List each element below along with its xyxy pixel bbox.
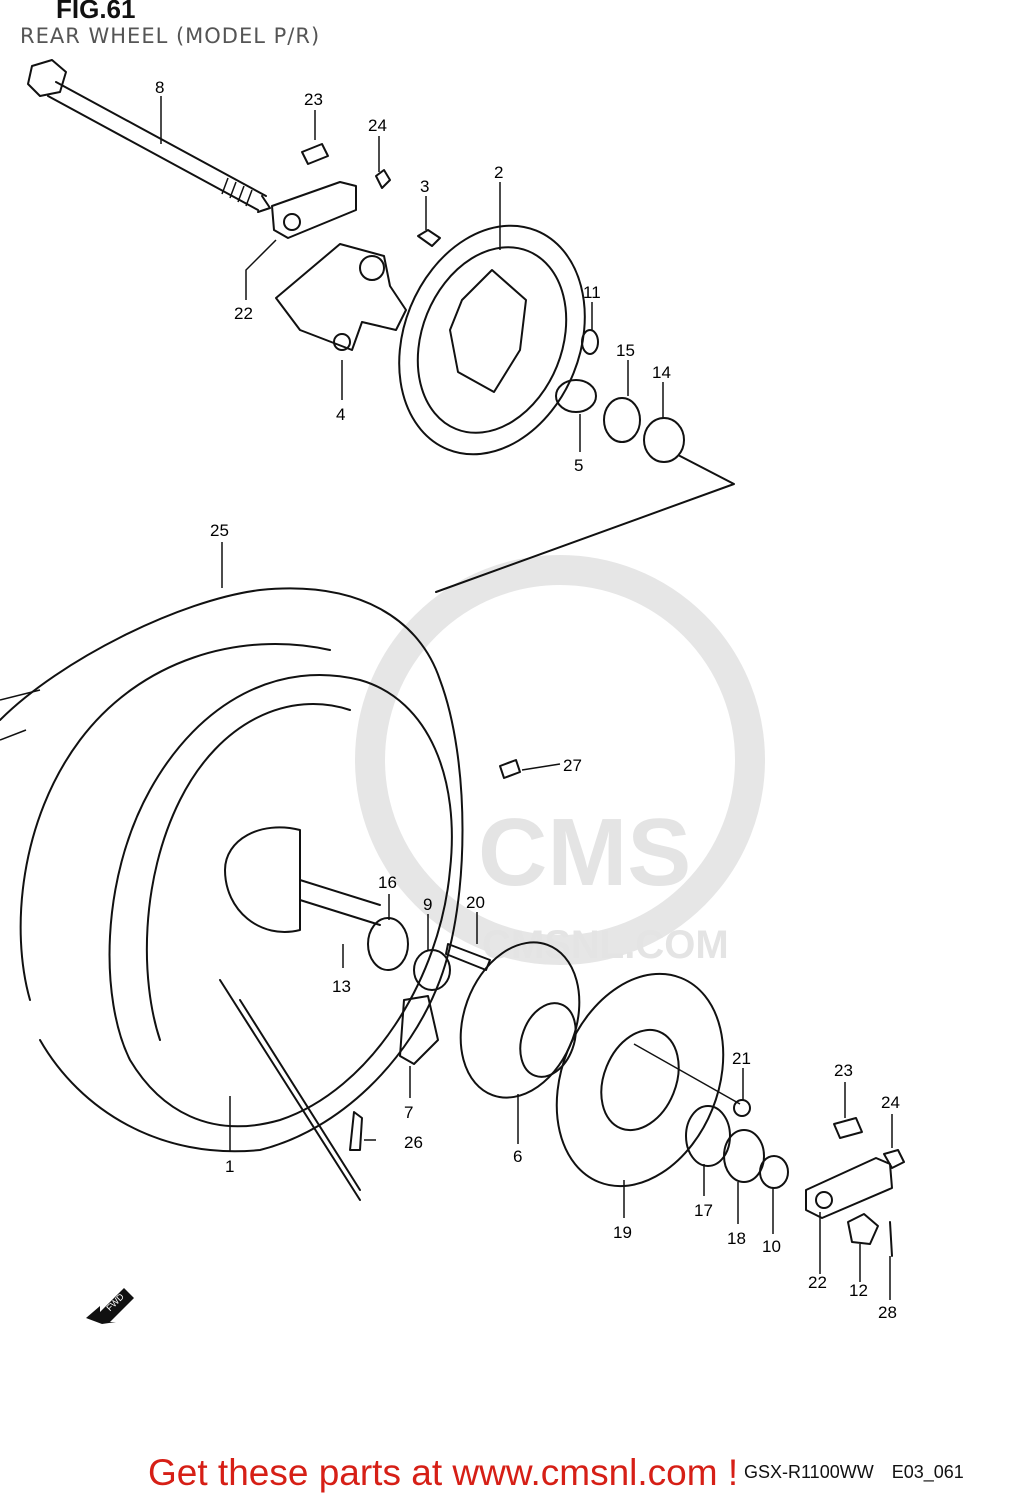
callout-22: 22 <box>234 304 253 323</box>
callout-28: 28 <box>878 1303 897 1322</box>
rear-wheel-and-tyre <box>0 587 464 1201</box>
callout-22-lower: 22 <box>808 1273 827 1292</box>
figure-subtitle: REAR WHEEL (MODEL P/R) <box>20 24 321 48</box>
watermark-brand: CMS <box>478 799 691 906</box>
callout-21: 21 <box>732 1049 751 1068</box>
model-name: GSX-R1100WW <box>744 1462 874 1482</box>
bearing-stack-lower <box>633 1043 789 1189</box>
callout-4: 4 <box>336 405 345 424</box>
callout-9: 9 <box>423 895 432 914</box>
sprocket-part-19 <box>555 972 725 1188</box>
callout-23-lower: 23 <box>834 1061 853 1080</box>
diagram-ref: E03_061 <box>891 1462 964 1482</box>
callout-24-lower: 24 <box>881 1093 900 1112</box>
axle-part-8 <box>27 59 271 213</box>
callout-17: 17 <box>694 1201 713 1220</box>
model-code: GSX-R1100WW E03_061 <box>744 1462 982 1483</box>
figure-number: FIG.61 <box>56 0 136 24</box>
callout-23: 23 <box>304 90 323 109</box>
callout-18: 18 <box>727 1229 746 1248</box>
callout-10: 10 <box>762 1237 781 1256</box>
callout-26: 26 <box>404 1133 423 1152</box>
bearing-stack-upper <box>435 329 735 593</box>
callout-19: 19 <box>613 1223 632 1242</box>
callout-13: 13 <box>332 977 351 996</box>
callout-8: 8 <box>155 78 164 97</box>
callout-11: 11 <box>583 283 601 302</box>
callout-7: 7 <box>404 1103 413 1122</box>
callout-1: 1 <box>225 1157 234 1176</box>
callout-25: 25 <box>210 521 229 540</box>
leader-lines <box>160 96 893 1300</box>
caliper-bracket-part-4 <box>275 243 407 351</box>
chain-adjuster-upper <box>271 143 391 239</box>
brake-disc-part-2 <box>398 224 586 456</box>
watermark: CMS CMSNL.COM <box>355 555 765 967</box>
watermark-site: CMSNL.COM <box>482 923 729 967</box>
callout-labels: 8 23 24 3 2 22 11 15 14 4 5 25 27 16 9 2… <box>155 78 900 1322</box>
fwd-arrow-icon: FWD <box>86 1288 134 1324</box>
chain-adjuster-lower <box>805 1117 905 1257</box>
bolt-part-3 <box>417 229 441 247</box>
callout-3: 3 <box>420 177 429 196</box>
get-parts-link[interactable]: Get these parts at www.cmsnl.com ! <box>148 1452 739 1493</box>
callout-24: 24 <box>368 116 387 135</box>
callout-5: 5 <box>574 456 583 475</box>
callout-20: 20 <box>466 893 485 912</box>
callout-6: 6 <box>513 1147 522 1166</box>
callout-14: 14 <box>652 363 671 382</box>
callout-27: 27 <box>563 756 582 775</box>
hub-components <box>349 759 561 1151</box>
callout-15: 15 <box>616 341 635 360</box>
callout-12: 12 <box>849 1281 868 1300</box>
callout-2: 2 <box>494 163 503 182</box>
callout-16: 16 <box>378 873 397 892</box>
